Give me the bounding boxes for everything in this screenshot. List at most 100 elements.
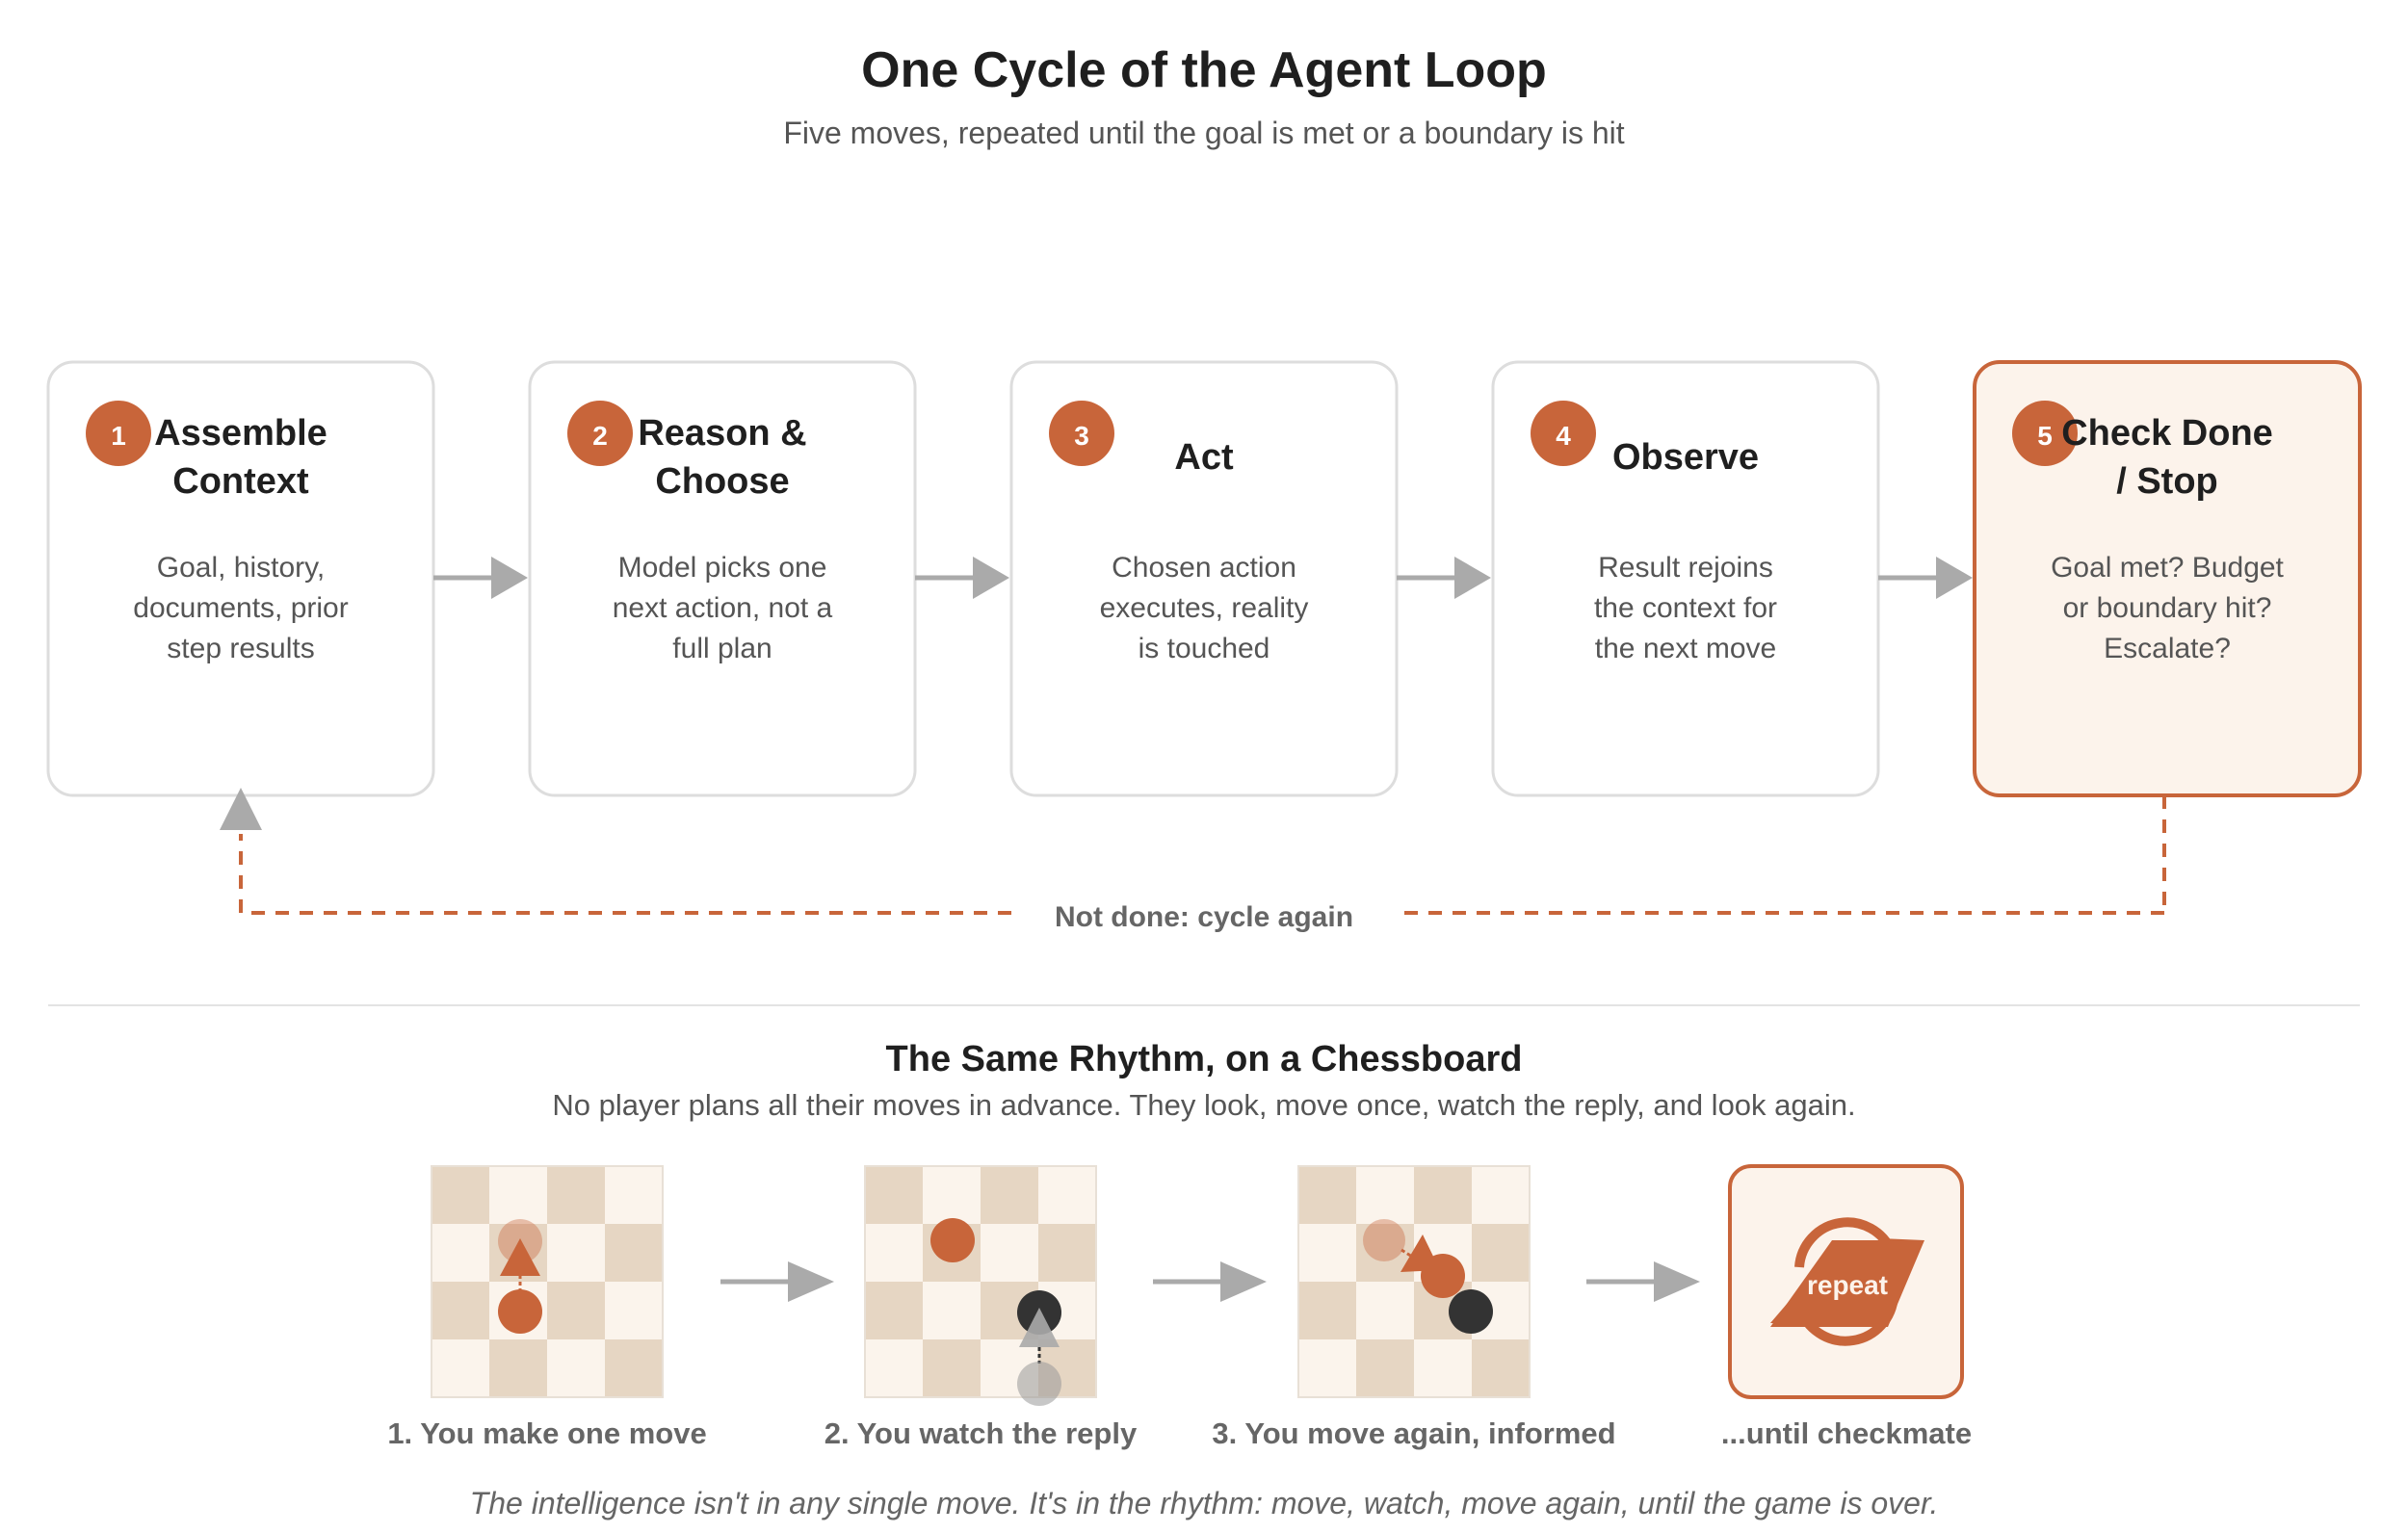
- arrow-4-5: [1878, 557, 1973, 599]
- step-title: Assemble: [154, 413, 327, 454]
- board-square: [1298, 1224, 1356, 1282]
- player-piece: [498, 1289, 542, 1334]
- board-square: [981, 1166, 1038, 1224]
- board-square: [1356, 1339, 1414, 1397]
- step-description: Escalate?: [2104, 633, 2231, 664]
- step-description: full plan: [672, 633, 772, 664]
- board-square: [1472, 1166, 1530, 1224]
- step-description: Chosen action: [1112, 552, 1296, 584]
- board-square: [1298, 1166, 1356, 1224]
- step-description: Result rejoins: [1598, 552, 1773, 584]
- panel-caption: 2. You watch the reply: [824, 1416, 1138, 1450]
- step-description: executes, reality: [1100, 592, 1309, 624]
- board-square: [1356, 1166, 1414, 1224]
- board-square: [605, 1166, 663, 1224]
- step-title: Act: [1174, 437, 1234, 478]
- chess-title: The Same Rhythm, on a Chessboard: [886, 1039, 1523, 1079]
- board-square: [489, 1339, 547, 1397]
- board-square: [1298, 1339, 1356, 1397]
- board-square: [1472, 1224, 1530, 1282]
- arrow-3-4: [1397, 557, 1491, 599]
- step-description: the next move: [1595, 633, 1776, 664]
- repeat-icon: [1770, 1217, 1924, 1346]
- step-description: next action, not a: [613, 592, 833, 624]
- board-square: [605, 1339, 663, 1397]
- page-title: One Cycle of the Agent Loop: [861, 42, 1547, 98]
- step-number: 3: [1074, 421, 1089, 451]
- chessboard-3: [1297, 1165, 1531, 1398]
- board-square: [432, 1224, 489, 1282]
- step-title: Check Done: [2061, 413, 2273, 454]
- board-square: [981, 1224, 1038, 1282]
- loop-arrowhead-icon: [220, 788, 262, 830]
- step-number: 5: [2037, 421, 2053, 451]
- board-square: [923, 1282, 981, 1339]
- step-description: Model picks one: [618, 552, 827, 584]
- step-number: 1: [111, 421, 126, 451]
- panel-caption: 3. You move again, informed: [1212, 1416, 1615, 1450]
- chessboard-1: [431, 1165, 664, 1398]
- board-square: [547, 1166, 605, 1224]
- step-description: the context for: [1594, 592, 1777, 624]
- step-title: Reason &: [638, 413, 806, 454]
- board-square: [1414, 1166, 1472, 1224]
- step-number: 4: [1556, 421, 1571, 451]
- step-arrows: [433, 557, 1973, 599]
- ghost-opponent-origin: [1017, 1362, 1061, 1406]
- panel-caption: 1. You make one move: [387, 1416, 706, 1450]
- board-square: [923, 1166, 981, 1224]
- step-title: / Stop: [2116, 461, 2218, 502]
- ghost-piece-origin: [1363, 1219, 1405, 1261]
- footer-quote: The intelligence isn't in any single mov…: [470, 1486, 1939, 1520]
- chess-panels: [431, 1165, 1531, 1398]
- step-title: Choose: [655, 461, 789, 502]
- chessboard-2: [864, 1165, 1097, 1398]
- board-square: [605, 1224, 663, 1282]
- player-piece: [1421, 1254, 1465, 1298]
- board-1-pieces: [498, 1219, 542, 1334]
- board-square: [865, 1166, 923, 1224]
- step-title: Context: [172, 461, 309, 502]
- board-square: [865, 1282, 923, 1339]
- step-number-badge: [1049, 401, 1114, 466]
- board-square: [489, 1166, 547, 1224]
- step-number-badge: [2012, 401, 2078, 466]
- step-title: Observe: [1612, 437, 1759, 478]
- chess-arrows: [720, 1261, 1700, 1302]
- step-number-badge: [1531, 401, 1596, 466]
- board-square: [547, 1339, 605, 1397]
- step-description: Goal, history,: [157, 552, 326, 584]
- chess-subtitle: No player plans all their moves in advan…: [552, 1088, 1855, 1122]
- page-subtitle: Five moves, repeated until the goal is m…: [783, 116, 1624, 150]
- board-square: [432, 1339, 489, 1397]
- move-arrow-icon: [500, 1238, 540, 1276]
- step-description: documents, prior: [133, 592, 348, 624]
- board-square: [1298, 1282, 1356, 1339]
- feedback-loop: Not done: cycle again: [220, 788, 2166, 933]
- step-description: is touched: [1139, 633, 1270, 664]
- step-number: 2: [592, 421, 608, 451]
- arrow-2-3: [915, 557, 1009, 599]
- board-2-pieces: [930, 1218, 1061, 1406]
- board-square: [1414, 1339, 1472, 1397]
- board-square: [432, 1282, 489, 1339]
- board-square: [605, 1282, 663, 1339]
- board-square: [1472, 1339, 1530, 1397]
- board-square: [1356, 1282, 1414, 1339]
- step-description: or boundary hit?: [2063, 592, 2272, 624]
- board-square: [1038, 1224, 1096, 1282]
- board-square: [432, 1166, 489, 1224]
- board-square: [923, 1339, 981, 1397]
- player-piece: [930, 1218, 975, 1262]
- step-number-badge: [567, 401, 633, 466]
- step-description: Goal met? Budget: [2051, 552, 2284, 584]
- opponent-piece: [1449, 1289, 1493, 1334]
- loop-label: Not done: cycle again: [1055, 901, 1353, 933]
